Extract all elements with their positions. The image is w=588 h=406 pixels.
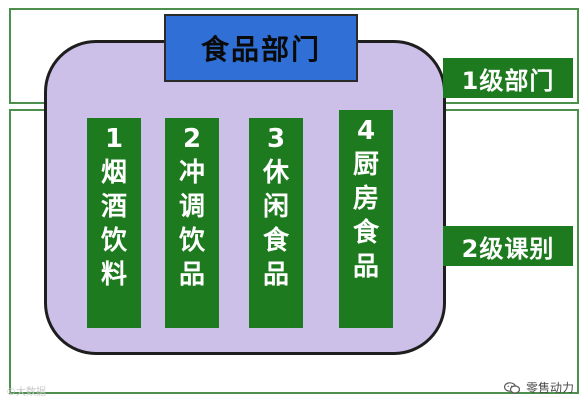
category-number: 4 bbox=[356, 116, 376, 146]
watermark-right: 零售动力 bbox=[503, 379, 574, 396]
category-column-4: 4 厨 房 食 品 bbox=[339, 110, 393, 328]
level2-label-text: 2级课别 bbox=[461, 234, 555, 263]
category-name: 厨 房 食 品 bbox=[339, 148, 393, 284]
category-char: 饮 bbox=[100, 226, 127, 256]
wechat-icon bbox=[503, 381, 520, 394]
category-char: 烟 bbox=[100, 158, 127, 188]
watermark-left: ©大数据 bbox=[6, 387, 46, 398]
category-char: 休 bbox=[262, 158, 289, 188]
category-char: 闲 bbox=[262, 192, 289, 222]
category-char: 品 bbox=[262, 260, 289, 290]
category-char: 料 bbox=[100, 260, 127, 290]
category-char: 酒 bbox=[100, 192, 127, 222]
watermark-right-text: 零售动力 bbox=[525, 381, 574, 395]
category-char: 房 bbox=[352, 184, 379, 214]
category-column-1: 1 烟 酒 饮 料 bbox=[87, 118, 141, 328]
category-name: 烟 酒 饮 料 bbox=[87, 156, 141, 292]
category-char: 品 bbox=[352, 252, 379, 282]
level1-label-text: 1级部门 bbox=[461, 66, 555, 95]
category-number: 1 bbox=[104, 124, 124, 154]
category-column-2: 2 冲 调 饮 品 bbox=[165, 118, 219, 328]
category-char: 食 bbox=[262, 226, 289, 256]
category-name: 冲 调 饮 品 bbox=[165, 156, 219, 292]
category-number: 2 bbox=[182, 124, 202, 154]
level2-label: 2级课别 bbox=[443, 226, 573, 266]
department-box: 食品部门 bbox=[164, 14, 358, 82]
level1-label: 1级部门 bbox=[443, 58, 573, 98]
category-number: 3 bbox=[266, 124, 286, 154]
department-title: 食品部门 bbox=[200, 33, 321, 66]
category-name: 休 闲 食 品 bbox=[249, 156, 303, 292]
category-char: 食 bbox=[352, 218, 379, 248]
category-char: 品 bbox=[178, 260, 205, 290]
category-char: 冲 bbox=[178, 158, 205, 188]
category-column-3: 3 休 闲 食 品 bbox=[249, 118, 303, 328]
category-char: 调 bbox=[178, 192, 205, 222]
category-char: 厨 bbox=[352, 150, 379, 180]
category-char: 饮 bbox=[178, 226, 205, 256]
